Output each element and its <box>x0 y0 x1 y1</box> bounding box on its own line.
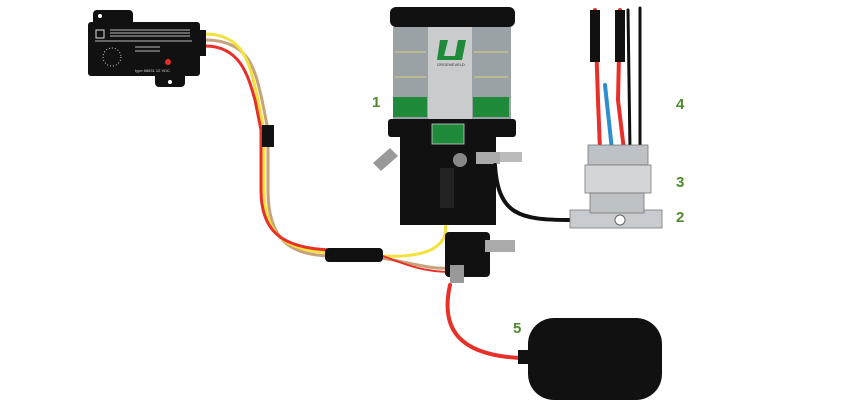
wire-connector <box>262 125 274 147</box>
grease-lines <box>445 6 642 360</box>
callout-5-reservoir: 5 <box>513 320 522 337</box>
callout-3-fittings: 3 <box>676 174 685 191</box>
pump-unit: GROENEVELD <box>373 7 522 225</box>
reservoir-tank <box>518 318 662 400</box>
valve-block <box>445 232 515 283</box>
wire-sleeve <box>325 248 383 262</box>
callout-1-pump: 1 <box>372 94 381 111</box>
distributor-block <box>569 144 663 229</box>
pump-brand-logo: GROENEVELD <box>437 62 465 67</box>
controller-unit: type 88831 12 VDC <box>88 10 206 87</box>
controller-type-label: type 88831 12 VDC <box>135 68 170 73</box>
callout-2-distributor: 2 <box>676 209 685 226</box>
callout-4-lines: 4 <box>676 96 685 113</box>
